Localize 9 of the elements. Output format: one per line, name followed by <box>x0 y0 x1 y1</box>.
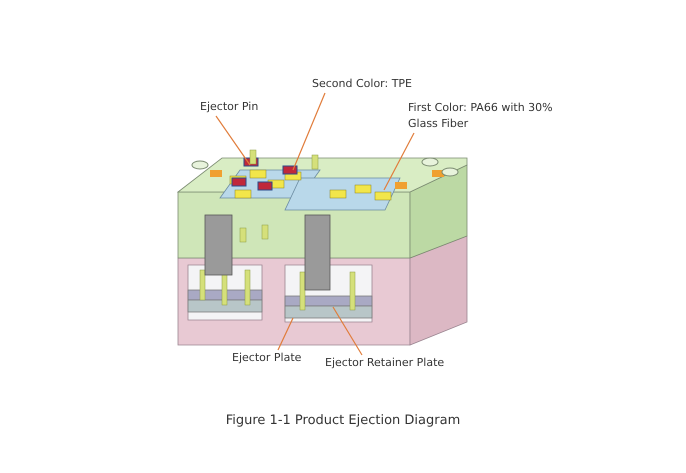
callout-label: Ejector Retainer Plate <box>325 355 446 371</box>
leader-line <box>292 92 326 170</box>
figure-caption: Figure 1-1 Product Ejection Diagram <box>226 413 460 428</box>
callout-label: Second Color: TPE <box>312 76 414 92</box>
leader-line <box>383 132 415 190</box>
leader-line <box>216 116 250 166</box>
callout-label: Ejector Plate <box>232 350 302 366</box>
callout-label: Ejector Pin <box>200 99 260 115</box>
callout-label: First Color: PA66 with 30% Glass Fiber <box>408 100 554 132</box>
